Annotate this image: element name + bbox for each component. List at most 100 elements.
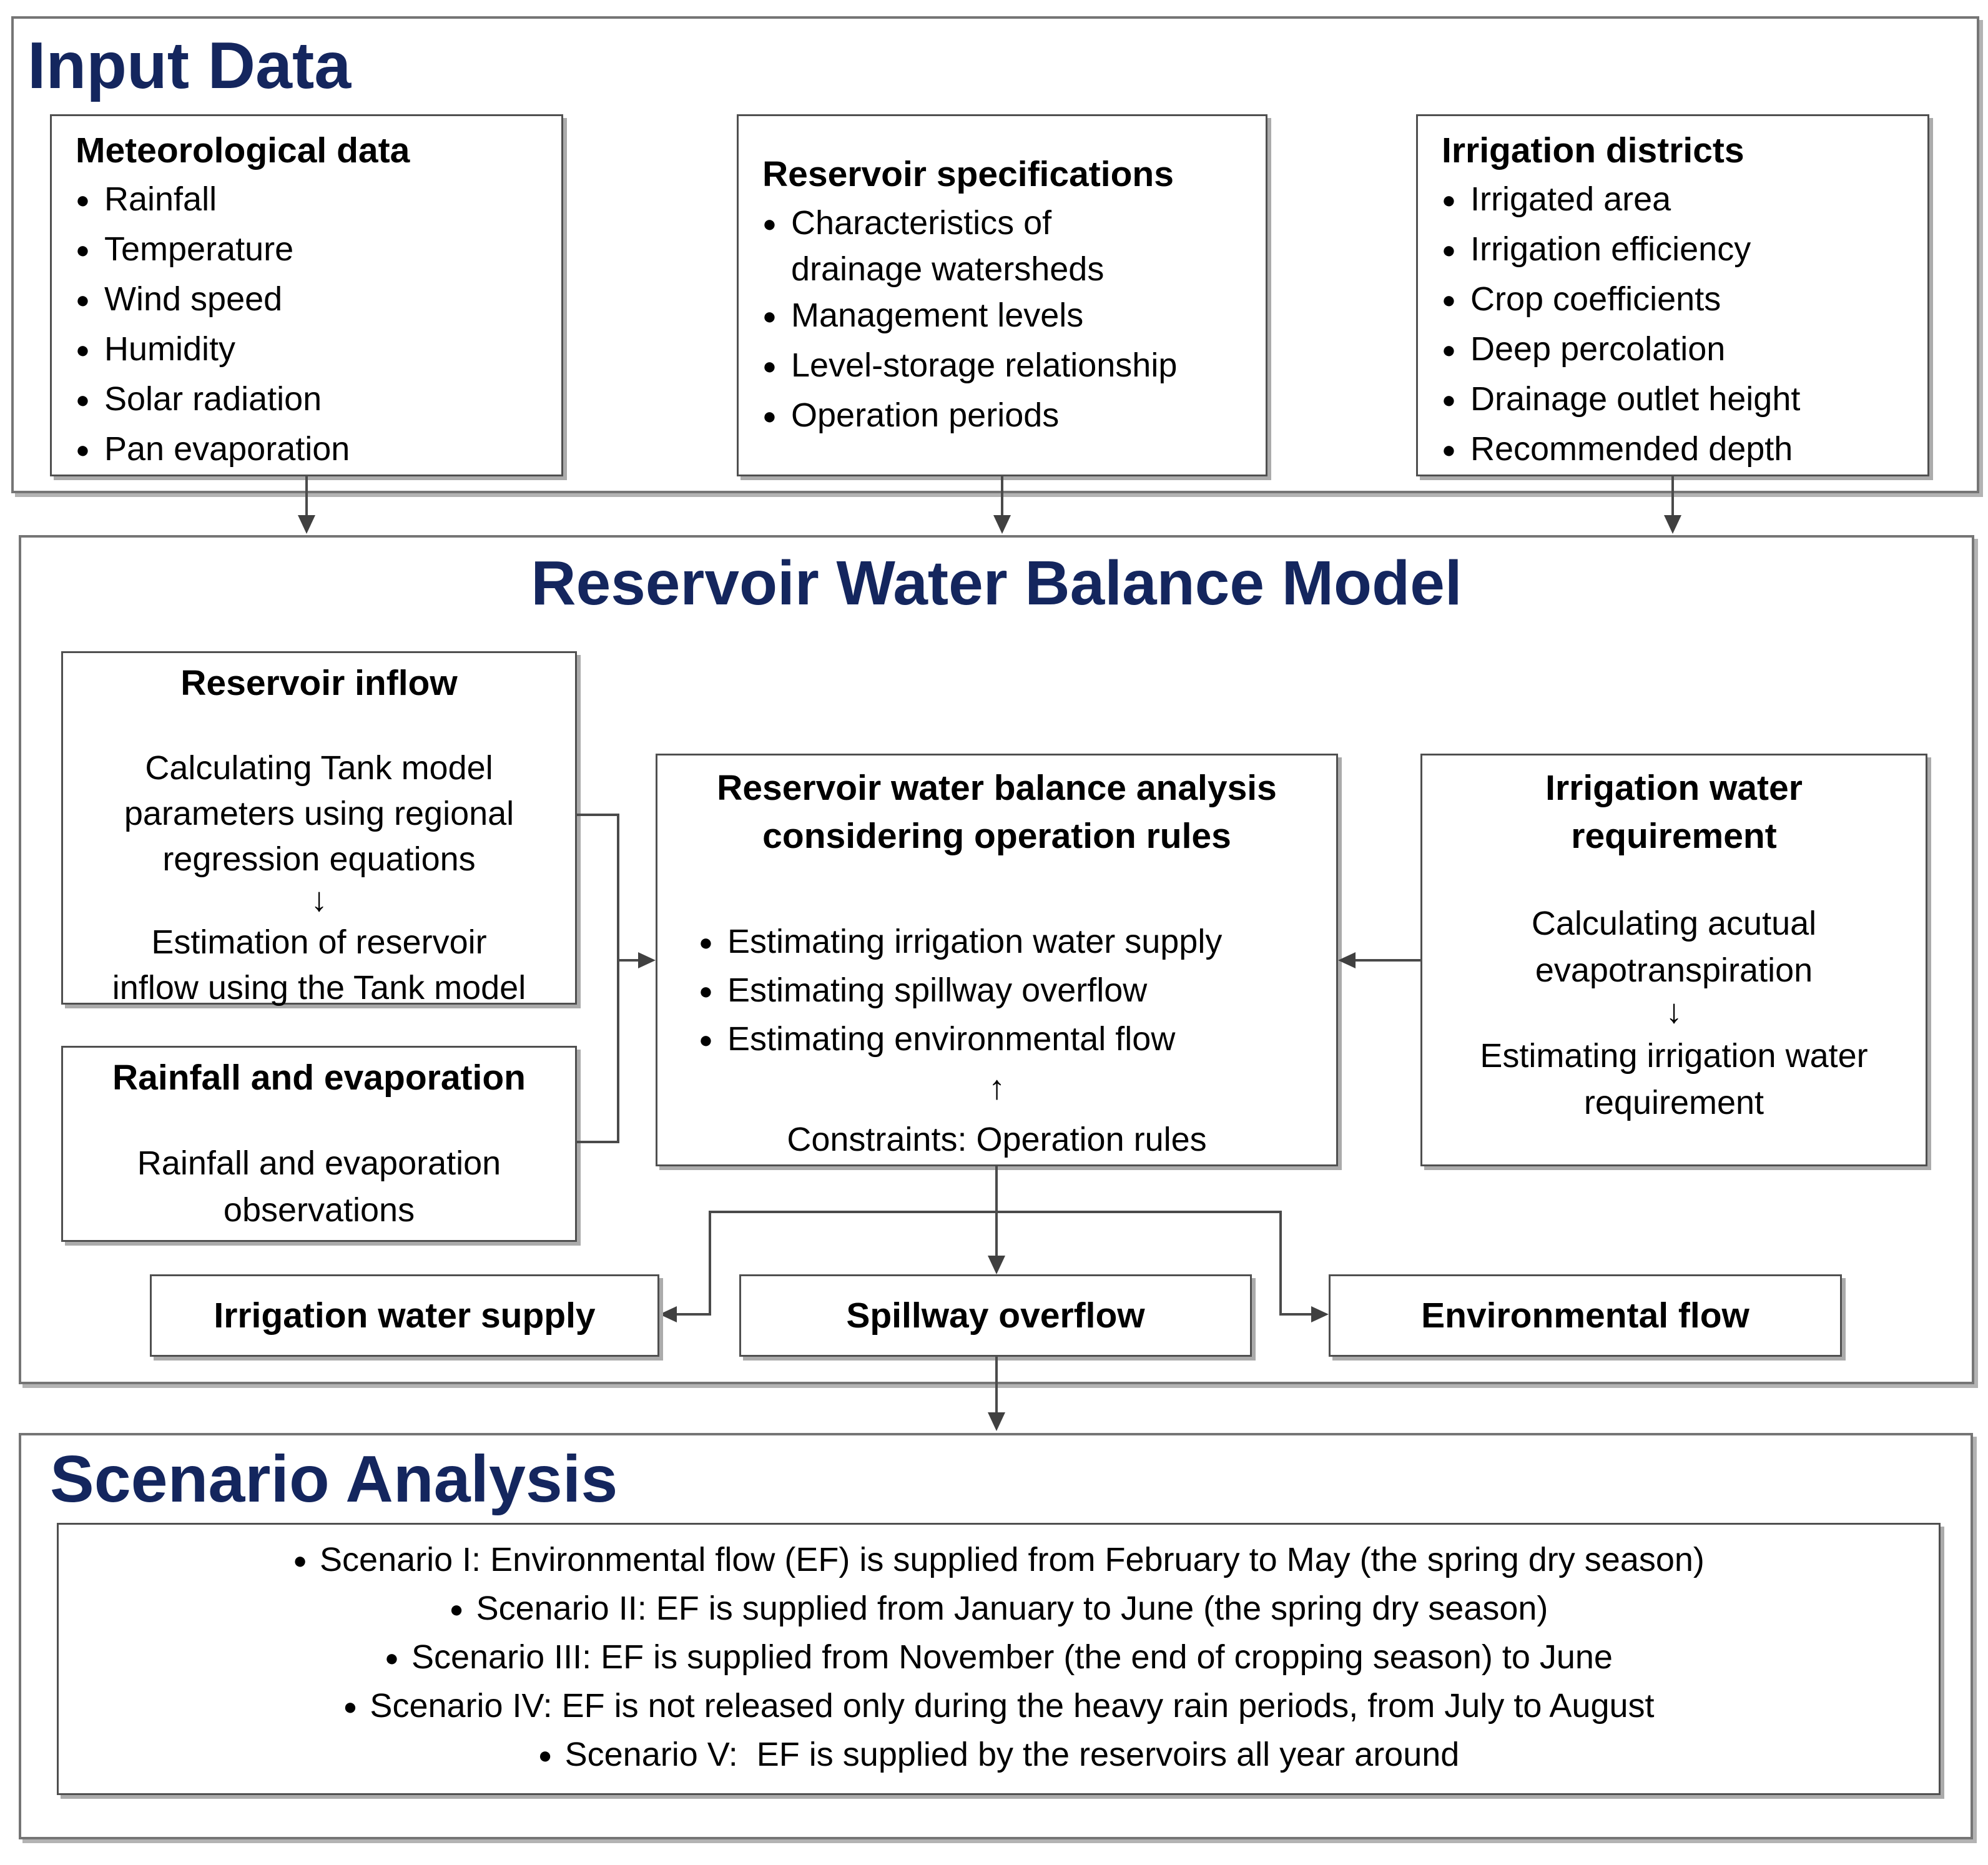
- bullet-icon: [1442, 376, 1470, 426]
- analysis-bullet-list: Estimating irrigation water supply Estim…: [672, 919, 1321, 1065]
- connector-line: [995, 1357, 998, 1412]
- bullet-icon: [293, 1537, 307, 1586]
- bullet-icon: [699, 1016, 727, 1065]
- connector-line: [995, 1165, 998, 1213]
- reservoir-inflow-box-title: Reservoir inflow: [180, 663, 458, 703]
- list-item: Estimating environmental flow: [699, 1016, 1321, 1065]
- connector-line: [995, 1213, 998, 1256]
- spillway-overflow-box: Spillway overflow: [739, 1274, 1252, 1357]
- irrigation-water-requirement-box: Irrigation water requirement Calculating…: [1420, 754, 1927, 1166]
- bullet-icon: [762, 200, 791, 250]
- bullet-icon: [762, 292, 791, 342]
- bullet-icon: [1442, 176, 1470, 226]
- arrow-right-icon: [638, 952, 656, 968]
- list-item: Irrigation efficiency: [1442, 226, 1911, 276]
- list-item: Estimating irrigation water supply: [699, 919, 1321, 968]
- scenario-item: Scenario V: EF is supplied by the reserv…: [538, 1732, 1460, 1781]
- scenario-item: Scenario II: EF is supplied from January…: [450, 1586, 1548, 1635]
- reservoir-inflow-box: Reservoir inflow Calculating Tank model …: [61, 651, 577, 1006]
- rainfall-evaporation-box: Rainfall and evaporation Rainfall and ev…: [61, 1046, 577, 1242]
- bullet-icon: [343, 1683, 357, 1732]
- bullet-icon: [76, 326, 104, 376]
- connector-line: [1282, 1313, 1311, 1316]
- connector-line: [577, 814, 619, 816]
- connector-line: [709, 1213, 711, 1316]
- connector-line: [1354, 959, 1420, 962]
- list-item: Characteristics of drainage watersheds: [762, 200, 1249, 292]
- bullet-icon: [1442, 426, 1470, 476]
- bullet-icon: [76, 276, 104, 326]
- list-item: Solar radiation: [76, 376, 545, 426]
- connector-line: [677, 1313, 710, 1316]
- bullet-icon: [1442, 276, 1470, 326]
- rainfall-observations-text: Rainfall and evaporation observations: [137, 1144, 501, 1229]
- arrow-down-icon: [988, 1256, 1005, 1274]
- bullet-icon: [699, 919, 727, 968]
- list-item: Temperature: [76, 226, 545, 276]
- scenario-list: Scenario I: Environmental flow (EF) is s…: [59, 1525, 1939, 1793]
- bullet-icon: [76, 426, 104, 476]
- connector-line: [618, 959, 639, 962]
- connector-line: [1671, 476, 1674, 515]
- list-item: Management levels: [762, 292, 1249, 342]
- scenario-item: Scenario III: EF is supplied from Novemb…: [385, 1635, 1613, 1683]
- scenario-item: Scenario I: Environmental flow (EF) is s…: [293, 1537, 1705, 1586]
- list-item: Wind speed: [76, 276, 545, 326]
- connector-line: [1279, 1213, 1282, 1316]
- connector-line: [305, 476, 308, 515]
- bullet-icon: [1442, 226, 1470, 276]
- bullet-icon: [76, 226, 104, 276]
- irrigation-water-requirement-box-title: Irrigation water requirement: [1545, 768, 1803, 856]
- constraints-text: Constraints: Operation rules: [787, 1121, 1207, 1158]
- up-arrow-glyph: ↑: [988, 1069, 1005, 1106]
- reservoir-specifications-box-title: Reservoir specifications: [762, 154, 1174, 194]
- arrow-left-icon: [1338, 952, 1356, 968]
- scenario-list-box: Scenario I: Environmental flow (EF) is s…: [57, 1523, 1941, 1795]
- list-item: Estimating spillway overflow: [699, 968, 1321, 1016]
- bullet-icon: [385, 1635, 399, 1683]
- list-item: Deep percolation: [1442, 326, 1911, 376]
- arrow-down-icon: [298, 515, 315, 534]
- inflow-step2-text: Estimation of reservoir inflow using the…: [112, 923, 526, 1006]
- bullet-icon: [538, 1732, 553, 1781]
- bullet-icon: [450, 1586, 464, 1635]
- bullet-icon: [762, 342, 791, 392]
- requirement-step2-text: Estimating irrigation water requirement: [1480, 1037, 1868, 1121]
- meteorological-data-box: Meteorological data Rainfall Temperature…: [50, 114, 563, 476]
- model-section-title: Reservoir Water Balance Model: [531, 548, 1462, 618]
- scenario-analysis-title: Scenario Analysis: [50, 1442, 618, 1516]
- inflow-step1-text: Calculating Tank model parameters using …: [124, 749, 514, 878]
- list-item: Level-storage relationship: [762, 342, 1249, 392]
- arrow-down-icon: [988, 1412, 1005, 1431]
- list-item: Operation periods: [762, 392, 1249, 442]
- connector-line: [617, 814, 619, 1143]
- arrow-down-icon: [1664, 515, 1681, 534]
- reservoir-specifications-box: Reservoir specifications Characteristics…: [737, 114, 1267, 476]
- irrigation-districts-box-title: Irrigation districts: [1442, 130, 1744, 170]
- list-item: Crop coefficients: [1442, 276, 1911, 326]
- list-item: Irrigated area: [1442, 176, 1911, 226]
- connector-line: [709, 1211, 1282, 1213]
- irrigation-water-supply-box: Irrigation water supply: [150, 1274, 659, 1357]
- irrigation-districts-box: Irrigation districts Irrigated area Irri…: [1416, 114, 1929, 476]
- water-balance-analysis-box: Reservoir water balance analysis conside…: [656, 754, 1338, 1166]
- input-data-title: Input Data: [27, 29, 352, 102]
- down-arrow-glyph: ↓: [310, 881, 328, 918]
- rainfall-evaporation-box-title: Rainfall and evaporation: [112, 1058, 526, 1098]
- bullet-icon: [76, 176, 104, 226]
- list-item: Rainfall: [76, 176, 545, 226]
- bullet-icon: [699, 968, 727, 1016]
- arrow-right-icon: [1311, 1306, 1329, 1322]
- meteorological-data-box-title: Meteorological data: [76, 130, 410, 170]
- bullet-icon: [76, 376, 104, 426]
- requirement-step1-text: Calculating acutual evapotranspiration: [1531, 905, 1817, 989]
- environmental-flow-box: Environmental flow: [1329, 1274, 1842, 1357]
- arrow-left-icon: [659, 1306, 677, 1322]
- list-item: Humidity: [76, 326, 545, 376]
- down-arrow-glyph: ↓: [1665, 993, 1683, 1030]
- connector-line: [577, 1141, 619, 1143]
- connector-line: [1001, 476, 1003, 515]
- list-item: Pan evaporation: [76, 426, 545, 476]
- water-balance-analysis-box-title: Reservoir water balance analysis conside…: [717, 768, 1277, 856]
